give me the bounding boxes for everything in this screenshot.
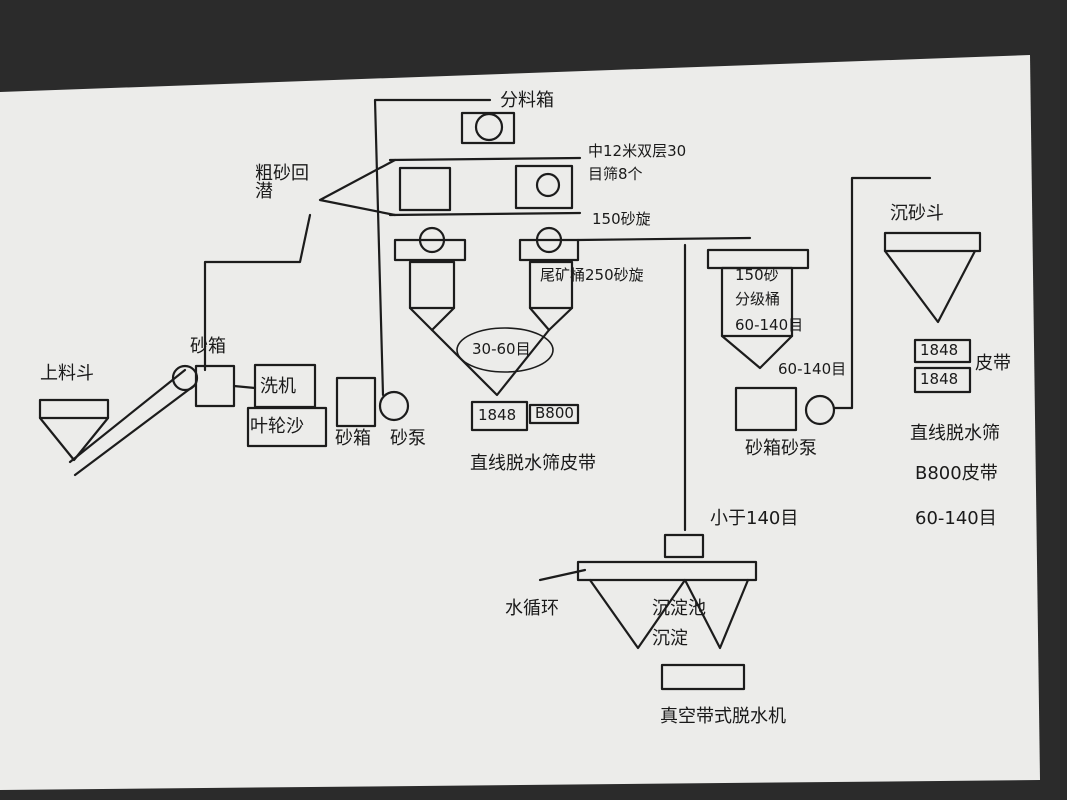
screen-spec-label: 中12米双层30目筛8个 [588,142,687,183]
belt-1848-r2-box [913,366,972,394]
straight-belt-label: 直线脱水筛皮带 [470,453,596,474]
belt-1848-box [470,400,529,432]
belt-1848-r2-label: 1848 [920,370,959,388]
blade-wheel-label: 叶轮沙 [250,416,304,437]
settle-hopper-cone [883,249,977,324]
grading-bucket-shape [720,266,794,338]
grading-bucket-label: 分级桶 [735,290,781,308]
sand-box-pump-r-label: 砂箱砂泵 [745,438,817,459]
pump-to-settle-line [832,176,932,410]
sand-box-2-shape [335,376,377,428]
sand-pump-2-label: 砂泵 [390,428,426,449]
straight-belt-r-label: 直线脱水筛 [910,423,1000,444]
incline-conveyor [68,364,199,477]
feed-hopper-label: 上料斗 [40,363,94,384]
cone-ellipse [456,327,554,373]
belt-b800-label: B800 [535,404,574,422]
belt-b800-box [528,403,580,425]
water-cycle-arrow [538,568,587,582]
settle-tank-cones [588,578,750,650]
sand-box-2-label: 砂箱 [335,428,371,449]
settle-hopper-label: 沉砂斗 [890,203,944,224]
filter-press-box [660,663,746,691]
mesh-60-140b-label: 60-140目 [778,360,847,378]
small-140-label: 小于140目 [710,508,799,529]
cone-funnel [430,328,551,397]
cyclone-150-right-label: 150砂 [735,266,779,284]
connector-line [232,384,257,390]
belt-1848-label: 1848 [478,406,517,424]
belt-label-r: 皮带 [975,353,1011,374]
mesh-60-140-r-label: 60-140目 [915,508,997,529]
coarse-to-sandbox-line [203,213,312,372]
paper-sheet [0,55,1040,790]
grading-funnel [720,334,794,370]
sand-box-r-shape [734,386,798,432]
mesh-30-60-label: 30-60目 [472,340,531,358]
sand-pump-r-shape [804,394,836,426]
pump-up-line [373,98,492,397]
double-screen [388,156,582,217]
sand-box-left-label: 砂箱 [190,336,226,357]
water-cycle-label: 水循环 [505,598,559,619]
settle-tank-label: 沉淀池 [652,598,706,619]
dist-box-label: 分料箱 [500,90,554,111]
settle-tank2-label: 沉淀 [652,628,688,649]
b800-belt-r-label: B800皮带 [915,463,998,484]
belt-1848-r1-box [913,338,972,364]
to-grading-line [576,236,752,242]
cyclone-150-label: 150砂旋 [592,210,651,228]
sand-pump-2-shape [378,390,410,422]
coarse-return-label: 粗砂回潜 [255,163,309,202]
filter-press-label: 真空带式脱水机 [660,706,786,727]
small-140-box [663,533,705,559]
blade-wheel-shape [246,406,328,448]
mesh-60-140-label: 60-140目 [735,316,804,334]
dist-box-circle [474,112,504,142]
washer-label: 洗机 [260,376,296,397]
coarse-return-arrow [318,158,397,217]
belt-1848-r1-label: 1848 [920,341,959,359]
bucket-250-label: 尾矿桶250砂旋 [540,266,644,284]
settle-hopper-top [883,231,982,253]
